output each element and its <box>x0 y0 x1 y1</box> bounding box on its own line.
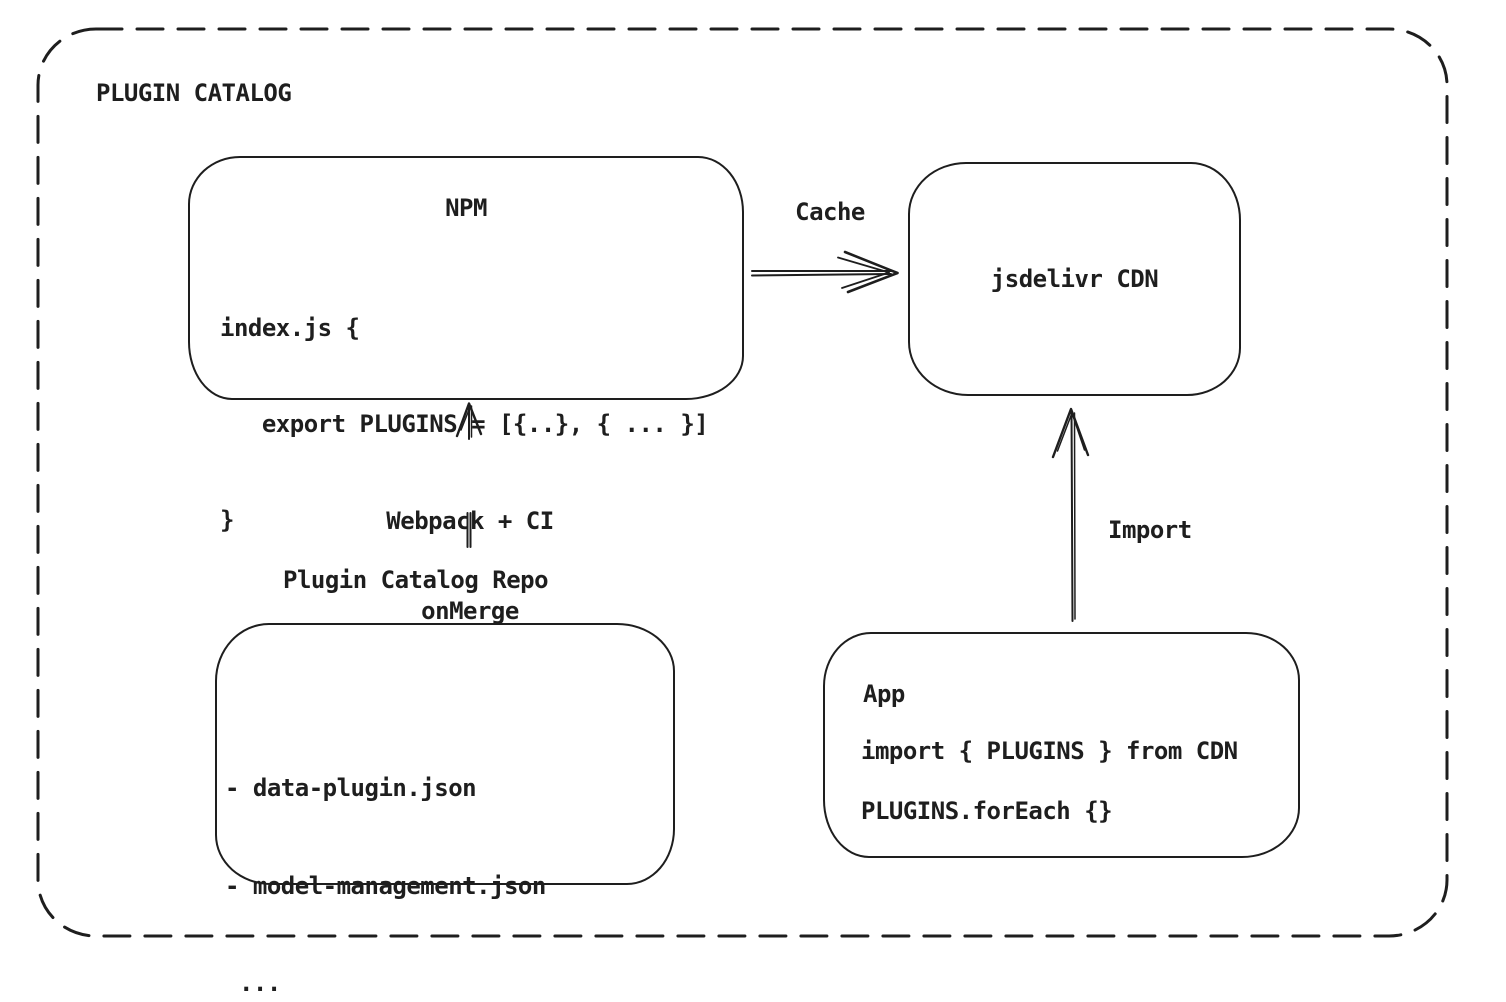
repo-file-list: - data-plugin.json - model-management.js… <box>225 707 546 1002</box>
diagram-title: PLUGIN CATALOG <box>96 79 292 107</box>
cache-arrow <box>751 250 899 294</box>
app-code-line: import { PLUGINS } from CDN <box>861 737 1238 765</box>
npm-code-line: export PLUGINS = [{..}, { ... }] <box>220 410 709 438</box>
repo-file-item: - model-management.json <box>225 871 546 900</box>
cache-edge-label: Cache <box>795 198 865 226</box>
app-node-title: App <box>863 680 905 708</box>
npm-node-title: NPM <box>445 194 487 222</box>
jsdelivr-cdn-label: jsdelivr CDN <box>990 265 1159 293</box>
repo-file-item: - data-plugin.json <box>225 774 477 802</box>
npm-code-line: index.js { <box>220 314 360 342</box>
repo-node: - data-plugin.json - model-management.js… <box>215 623 675 997</box>
repo-node-title: Plugin Catalog Repo <box>283 566 549 594</box>
jsdelivr-cdn-node: jsdelivr CDN <box>908 162 1241 396</box>
build-edge-label-top: Webpack + CI <box>386 507 554 535</box>
import-arrow <box>1051 407 1090 622</box>
import-edge-label: Import <box>1108 516 1192 544</box>
npm-node: NPM index.js { export PLUGINS = [{..}, {… <box>188 156 744 534</box>
repo-file-item: ... <box>225 969 281 997</box>
app-code-line: PLUGINS.forEach {} <box>861 797 1113 825</box>
app-node: App import { PLUGINS } from CDN PLUGINS.… <box>823 632 1300 858</box>
build-edge-label-bottom: onMerge <box>421 597 519 625</box>
